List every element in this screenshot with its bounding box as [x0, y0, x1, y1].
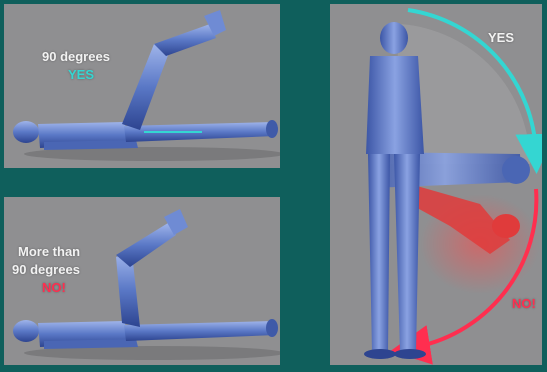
verdict-yes-label-right: YES — [488, 30, 514, 45]
caption-90-degrees: 90 degrees — [42, 49, 110, 64]
caption-90-degrees-2: 90 degrees — [12, 262, 80, 277]
panel-more-than-90-degrees: More than 90 degrees NO! — [4, 197, 280, 365]
verdict-no-label: NO! — [42, 280, 66, 295]
panel-standing-bend: YES NO! — [330, 4, 542, 365]
verdict-yes-label: YES — [68, 67, 94, 82]
panel-90-degrees: 90 degrees YES — [4, 4, 280, 168]
caption-more-than: More than — [18, 244, 80, 259]
figure-standing-bend — [330, 4, 542, 365]
verdict-no-label-right: NO! — [512, 296, 536, 311]
figure-leg-90-degrees — [4, 4, 280, 168]
